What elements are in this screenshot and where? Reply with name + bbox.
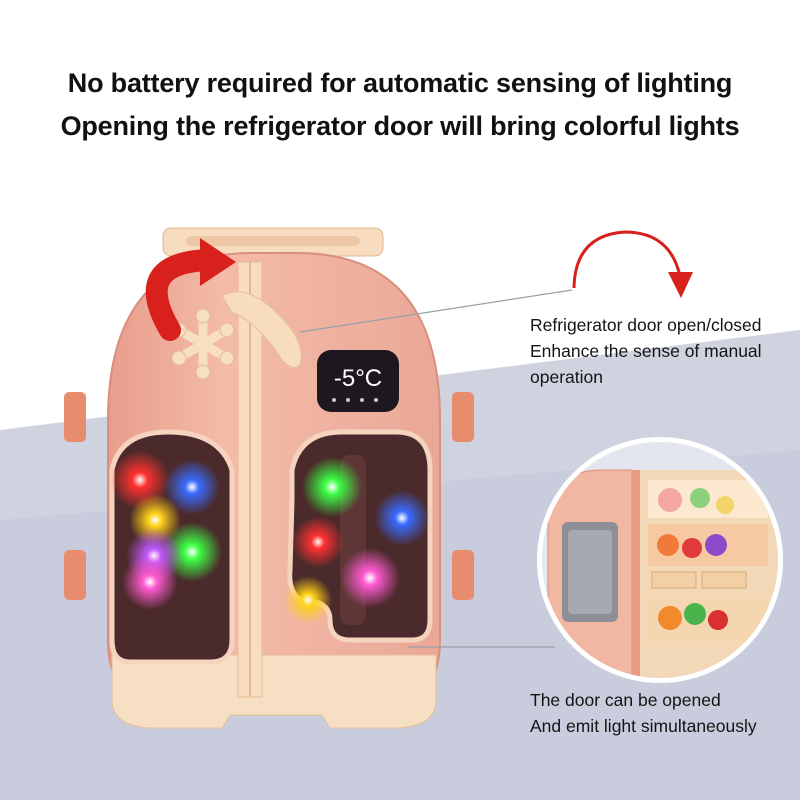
- curved-arrow-red-left: [145, 238, 236, 341]
- fridge-top-handle: [162, 227, 384, 257]
- callout-door-open-closed: Refrigerator door open/closed Enhance th…: [530, 312, 762, 390]
- callout-door-light: The door can be opened And emit light si…: [530, 687, 757, 739]
- left-window: [109, 429, 235, 665]
- temperature-display: -5°C: [317, 350, 399, 412]
- temperature-readout: -5°C: [334, 365, 382, 392]
- headline-line-1: No battery required for automatic sensin…: [67, 68, 733, 98]
- door-lever-handle: [221, 291, 302, 369]
- inset-open-fridge: [537, 437, 783, 683]
- snowflake-charm: [171, 308, 235, 380]
- headline-line-2: Opening the refrigerator door will bring…: [60, 111, 740, 141]
- callout-door-line-3: operation: [530, 367, 603, 387]
- callout-door-line-1: Refrigerator door open/closed: [530, 315, 762, 335]
- right-window: [284, 429, 433, 643]
- callout-door-line-2: Enhance the sense of manual: [530, 341, 762, 361]
- callout-light-line-2: And emit light simultaneously: [530, 716, 757, 736]
- callout-line-door: [299, 289, 573, 333]
- callout-light-line-1: The door can be opened: [530, 690, 721, 710]
- curved-arrow-red-right: [572, 230, 693, 298]
